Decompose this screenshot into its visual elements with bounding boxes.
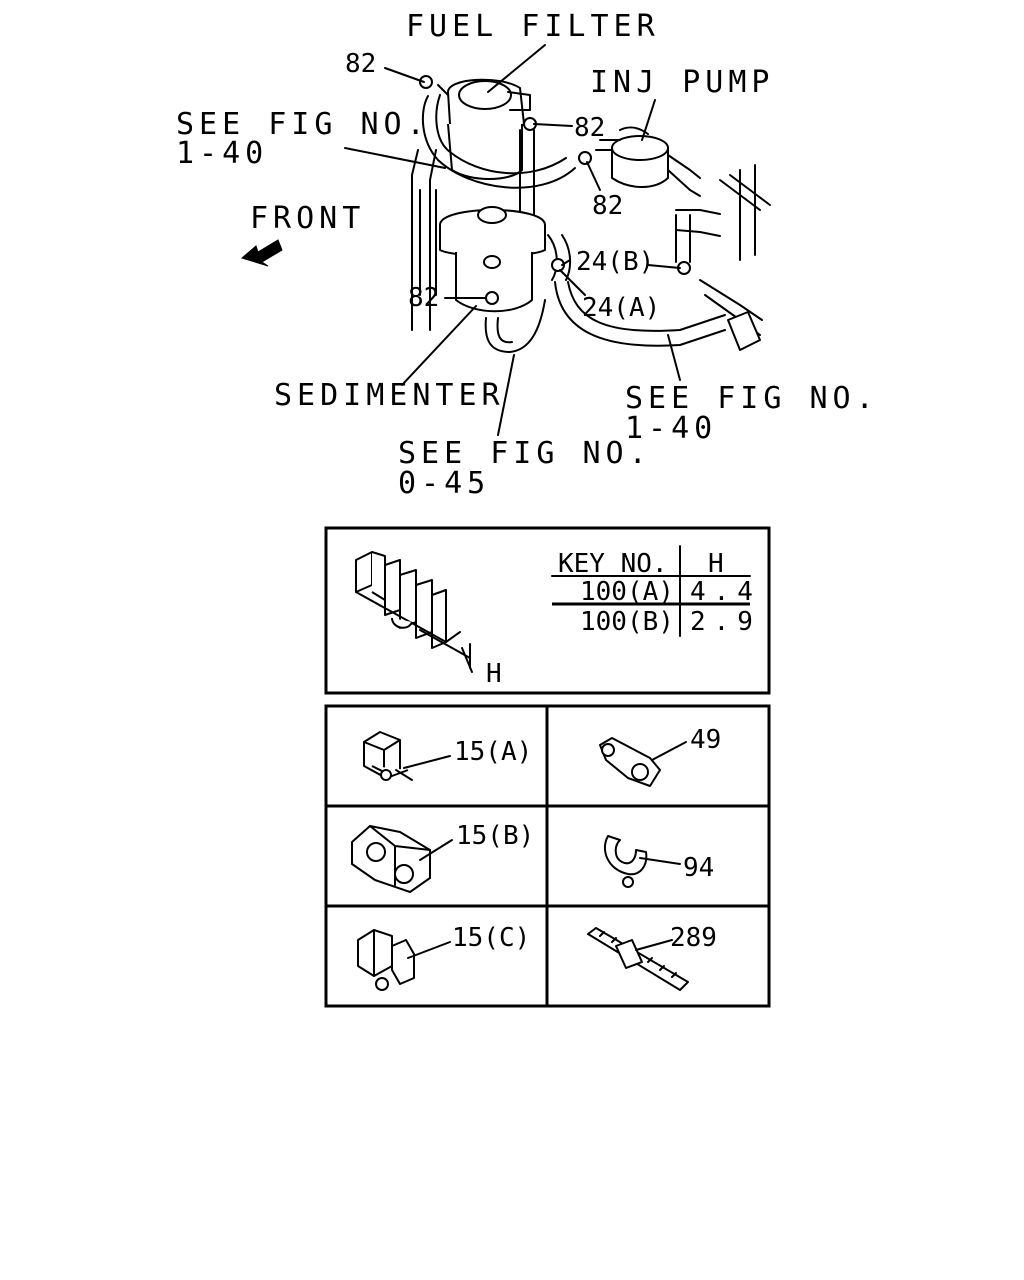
key-table: KEY NO. H 100(A) 4.4 100(B) 2.9 [551, 545, 761, 637]
table-row-key: 100(A) [580, 577, 674, 607]
clamp-82-icon [578, 151, 592, 165]
callout-82: 82 [574, 113, 605, 143]
part-49-label: 49 [690, 725, 721, 755]
clip-49-icon [599, 737, 661, 787]
key-table-box: H KEY NO. H 100(A) 4.4 100(B) 2.9 [324, 526, 771, 695]
label-see-fig: SEE FIG NO. [625, 381, 879, 416]
callout-24b: 24(B) [576, 247, 654, 277]
table-row-h: 4.4 [690, 577, 761, 607]
label-see-fig: SEE FIG NO. [398, 436, 652, 471]
frame-rail [411, 149, 419, 331]
cable-tie-289-icon [587, 927, 689, 991]
label-sedimenter: SEDIMENTER [274, 378, 505, 413]
callout-82: 82 [592, 191, 623, 221]
main-assembly-drawing: FUEL FILTER INJ PUMP SEE FIG NO. 1-40 FR… [176, 9, 879, 501]
label-see-fig: SEE FIG NO. [176, 107, 430, 142]
label-see-fig-num: 0-45 [398, 466, 490, 501]
injection-pump [595, 126, 771, 351]
label-front: FRONT [250, 201, 365, 236]
clamp-24a-icon [551, 258, 565, 272]
clip-15a-icon [363, 731, 413, 781]
fuel-filter [437, 78, 531, 180]
table-row-key: 100(B) [580, 607, 674, 637]
frame-rail [429, 149, 437, 331]
label-inj-pump: INJ PUMP [590, 65, 775, 100]
callout-24a: 24(A) [582, 293, 660, 323]
clip-15c-icon [357, 929, 415, 991]
part-289-label: 289 [670, 923, 717, 953]
part-15c-label: 15(C) [452, 923, 530, 953]
table-header-h: H [708, 549, 724, 579]
fuel-hoses [419, 94, 726, 347]
dimension-h-label: H [486, 659, 502, 689]
part-15b-label: 15(B) [456, 821, 534, 851]
clip-100-icon [355, 551, 473, 673]
key-table-frame [324, 526, 771, 695]
callout-82: 82 [408, 283, 439, 313]
clip-94-icon [603, 835, 648, 888]
sedimenter [439, 206, 546, 353]
label-fuel-filter: FUEL FILTER [406, 9, 660, 44]
table-row-h: 2.9 [690, 607, 761, 637]
part-94-label: 94 [683, 853, 714, 883]
main-labels: FUEL FILTER INJ PUMP SEE FIG NO. 1-40 FR… [176, 9, 879, 501]
clamp-icons [419, 75, 691, 305]
label-see-fig-num: 1-40 [625, 411, 717, 446]
leader-lines [344, 44, 681, 436]
clip-15b-icon [351, 825, 431, 893]
label-see-fig-num: 1-40 [176, 136, 268, 171]
clamp-82-icon [485, 291, 499, 305]
callout-82: 82 [345, 49, 376, 79]
clamp-82-icon [419, 75, 433, 89]
front-arrow-icon [240, 239, 283, 267]
parts-grid: 15(A) 49 15(B) 94 [324, 704, 771, 1008]
part-15a-label: 15(A) [454, 737, 532, 767]
table-header-key: KEY NO. [558, 549, 668, 579]
